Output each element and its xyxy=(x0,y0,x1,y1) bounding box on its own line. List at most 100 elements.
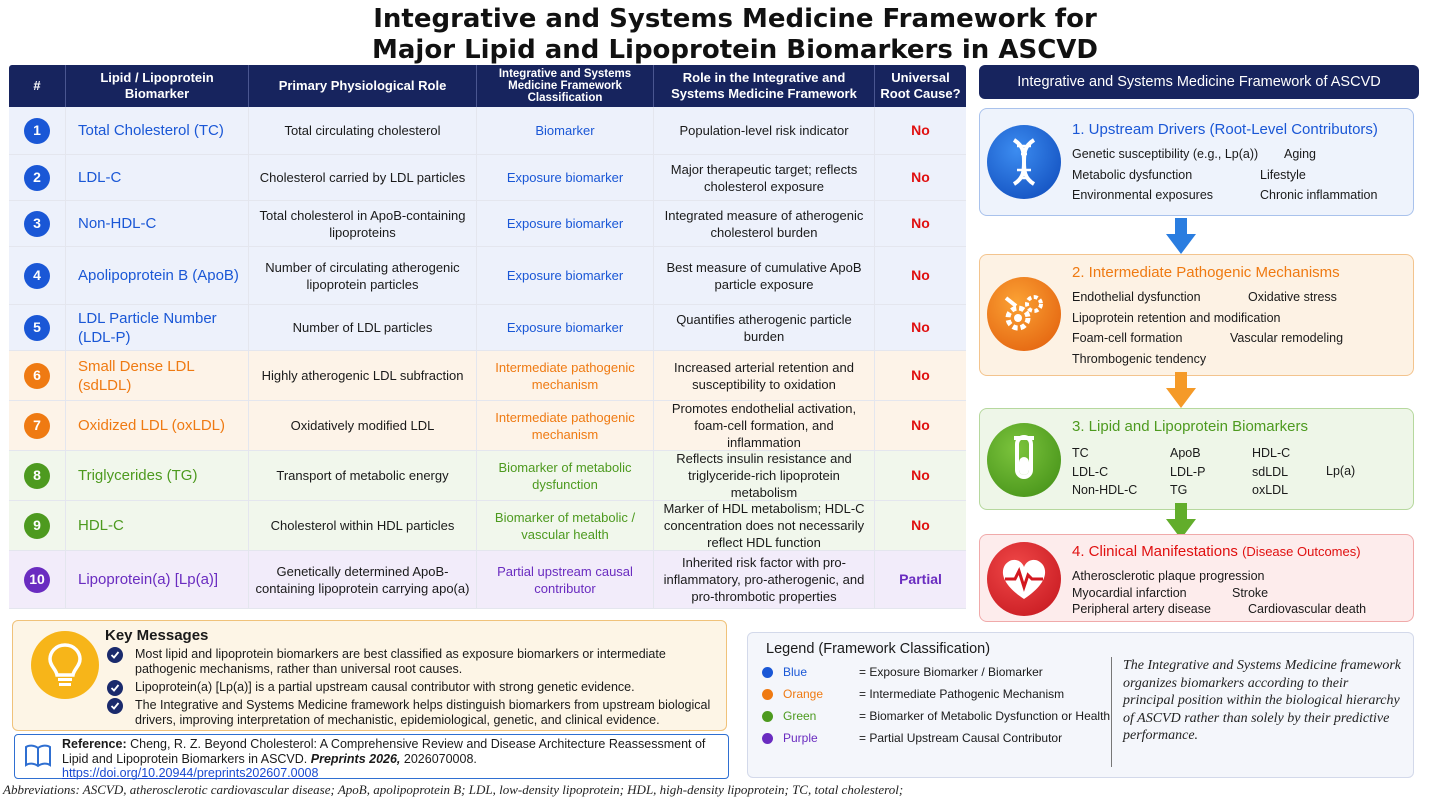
biomarker-name: HDL-C xyxy=(66,501,249,550)
legend-row-orange: Orange = Intermediate Pathogenic Mechani… xyxy=(762,687,1064,701)
card-4-item: Stroke xyxy=(1232,585,1269,600)
physiological-role: Cholesterol carried by LDL particles xyxy=(249,155,477,200)
card-2-item: Endothelial dysfunction xyxy=(1072,290,1201,304)
framework-role: Integrated measure of atherogenic choles… xyxy=(654,201,875,246)
legend-row-purple: Purple = Partial Upstream Causal Contrib… xyxy=(762,731,1062,745)
table-body: 1 Total Cholesterol (TC)Total circulating… xyxy=(9,107,966,609)
physiological-role: Oxidatively modified LDL xyxy=(249,401,477,450)
key-message-item: Most lipid and lipoprotein biomarkers ar… xyxy=(107,647,707,677)
physiological-role: Transport of metabolic energy xyxy=(249,451,477,500)
gears-icon xyxy=(987,277,1061,351)
biomarker-name: LDL Particle Number (LDL-P) xyxy=(66,305,249,350)
row-number-cell: 3 xyxy=(9,201,66,246)
key-message-text: Most lipid and lipoprotein biomarkers ar… xyxy=(135,647,666,676)
framework-role: Population-level risk indicator xyxy=(654,107,875,154)
lightbulb-icon xyxy=(31,631,99,699)
physiological-role: Genetically determined ApoB-containing l… xyxy=(249,551,477,608)
abbreviations: Abbreviations: ASCVD, atherosclerotic ca… xyxy=(3,782,904,797)
key-messages-box: Key Messages Most lipid and lipoprotein … xyxy=(12,620,727,731)
card-3-item: LDL-C xyxy=(1072,464,1109,479)
framework-classification: Partial upstream causal contributor xyxy=(477,551,654,608)
row-number-cell: 9 xyxy=(9,501,66,550)
row-number-cell: 6 xyxy=(9,351,66,400)
row-number-badge: 7 xyxy=(24,412,50,439)
key-message-text: Lipoprotein(a) [Lp(a)] is a partial upst… xyxy=(135,680,635,694)
root-cause-value: No xyxy=(911,215,930,231)
card-3-items: TC LDL-C Non-HDL-C ApoB LDL-P TG HDL-C s… xyxy=(1072,444,1355,500)
legend-dot xyxy=(762,688,773,700)
row-number-cell: 10 xyxy=(9,551,66,608)
row-number-cell: 7 xyxy=(9,401,66,450)
framework-role: Promotes endothelial activation, foam-ce… xyxy=(654,401,875,450)
root-cause-value: No xyxy=(911,417,930,433)
framework-classification: Biomarker of metabolic dysfunction xyxy=(477,451,654,500)
row-number-badge: 2 xyxy=(24,164,50,191)
legend-dot xyxy=(762,710,773,722)
root-cause-value: No xyxy=(911,367,930,383)
framework-classification: Exposure biomarker xyxy=(477,247,654,304)
card-intermediate-mechanisms: 2. Intermediate Pathogenic Mechanisms En… xyxy=(979,254,1414,376)
card-1-item: Chronic inflammation xyxy=(1260,188,1378,202)
legend-name: Orange xyxy=(783,687,824,701)
row-number-cell: 8 xyxy=(9,451,66,500)
row-number-cell: 4 xyxy=(9,247,66,304)
card-1-title: 1. Upstream Drivers (Root-Level Contribu… xyxy=(1072,121,1378,138)
row-number-badge: 4 xyxy=(24,262,50,289)
card-4-item: Cardiovascular death xyxy=(1248,602,1367,616)
arrow-down-icon xyxy=(1166,503,1196,539)
physiological-role: Total circulating cholesterol xyxy=(249,107,477,154)
card-biomarkers: 3. Lipid and Lipoprotein Biomarkers TC L… xyxy=(979,408,1414,510)
table-row: 5 LDL Particle Number (LDL-P)Number of LD… xyxy=(9,305,966,351)
reference-label: Reference: xyxy=(62,737,127,751)
legend-quote: The Integrative and Systems Medicine fra… xyxy=(1123,658,1401,743)
card-3-item: Lp(a) xyxy=(1326,464,1356,478)
framework-role: Inherited risk factor with pro-inflammat… xyxy=(654,551,875,608)
check-icon xyxy=(107,680,123,696)
row-number-badge: 8 xyxy=(24,462,50,489)
framework-role: Quantifies atherogenic particle burden xyxy=(654,305,875,350)
card-3-item: TG xyxy=(1170,483,1188,497)
framework-classification: Exposure biomarker xyxy=(477,201,654,246)
biomarker-name: Apolipoprotein B (ApoB) xyxy=(66,247,249,304)
root-cause-value: No xyxy=(911,467,930,483)
row-number-badge: 3 xyxy=(24,210,50,237)
root-cause-value: No xyxy=(911,122,930,138)
framework-role: Reflects insulin resistance and triglyce… xyxy=(654,451,875,500)
card-3-title: 3. Lipid and Lipoprotein Biomarkers xyxy=(1072,418,1308,435)
card-2-item: Oxidative stress xyxy=(1248,290,1337,304)
row-number-badge: 5 xyxy=(24,314,50,341)
page-title: Integrative and Systems Medicine Framewo… xyxy=(0,4,1431,66)
card-2-item: Thrombogenic tendency xyxy=(1072,351,1207,366)
biomarker-name: Total Cholesterol (TC) xyxy=(66,107,249,154)
root-cause-value: No xyxy=(911,169,930,185)
test-tube-icon xyxy=(987,423,1061,497)
legend-name: Purple xyxy=(783,731,818,745)
card-2-item: Foam-cell formation xyxy=(1072,331,1183,345)
biomarker-name: Oxidized LDL (oxLDL) xyxy=(66,401,249,450)
framework-heading: Integrative and Systems Medicine Framewo… xyxy=(979,65,1419,99)
root-cause-value: No xyxy=(911,267,930,283)
row-number-badge: 1 xyxy=(24,117,50,144)
table-row: 1 Total Cholesterol (TC)Total circulating… xyxy=(9,107,966,155)
dna-icon xyxy=(987,125,1061,199)
framework-classification: Intermediate pathogenic mechanism xyxy=(477,401,654,450)
reference-text: Reference: Cheng, R. Z. Beyond Cholester… xyxy=(62,737,728,781)
card-3-item: HDL-C xyxy=(1252,446,1291,460)
reference-id: 2026070008. xyxy=(403,751,477,766)
table-row: 7 Oxidized LDL (oxLDL)Oxidatively modifie… xyxy=(9,401,966,451)
heart-pulse-icon xyxy=(987,542,1061,616)
title-line-1: Integrative and Systems Medicine Framewo… xyxy=(373,4,1097,34)
framework-role: Best measure of cumulative ApoB particle… xyxy=(654,247,875,304)
card-4-item: Peripheral artery disease xyxy=(1072,602,1211,616)
card-upstream-drivers: 1. Upstream Drivers (Root-Level Contribu… xyxy=(979,108,1414,216)
biomarker-name: Triglycerides (TG) xyxy=(66,451,249,500)
legend-desc: = Intermediate Pathogenic Mechanism xyxy=(859,687,1065,701)
reference-citation: Cheng, R. Z. Beyond Cholesterol: A Compr… xyxy=(62,737,706,766)
card-1-item: Lifestyle xyxy=(1260,167,1306,182)
reference-link[interactable]: https://doi.org/10.20944/preprints202607… xyxy=(62,766,319,780)
physiological-role: Number of LDL particles xyxy=(249,305,477,350)
biomarker-name: Small Dense LDL (sdLDL) xyxy=(66,351,249,400)
card-4-items: Atherosclerotic plaque progression Myoca… xyxy=(1072,568,1366,618)
